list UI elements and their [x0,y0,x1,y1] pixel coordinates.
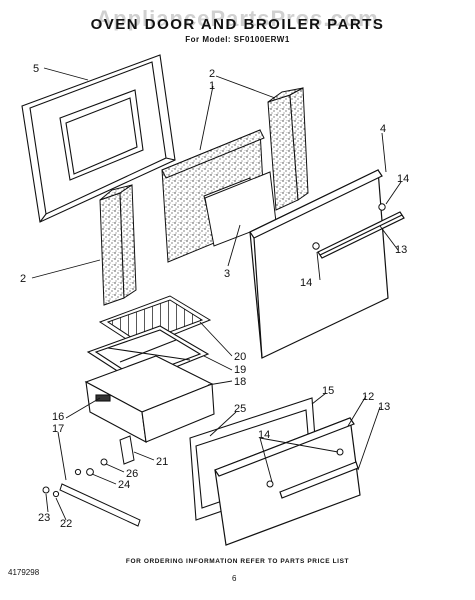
slide-rail [59,483,141,527]
hardware-26-24 [74,458,108,476]
callout-4: 4 [380,123,386,135]
callout-17: 17 [52,423,64,435]
document-number: 4179298 [8,568,40,577]
callout-5: 5 [33,63,39,75]
callout-16: 16 [52,411,64,423]
callout-2-lower: 2 [20,273,26,285]
callout-15: 15 [322,385,334,397]
callout-24: 24 [118,479,130,491]
callout-25: 25 [234,403,246,415]
callout-12: 12 [362,391,374,403]
callout-2-upper: 2 [209,68,215,80]
inner-door-panel [21,54,176,223]
leader-lines [31,67,402,521]
drawer-handle [279,461,359,499]
page-number: 6 [232,574,237,583]
broiler-grid [98,295,212,349]
callout-20: 20 [234,351,246,363]
callout-18: 18 [234,376,246,388]
callout-22: 22 [60,518,72,530]
callout-21: 21 [156,456,168,468]
outer-door-panel [249,169,389,359]
handle-screws [312,203,386,250]
bracket-21 [119,435,135,465]
insulation-strip-upper [267,87,309,211]
rail-screws [42,486,60,498]
callout-labels: 5 2 1 4 14 13 2 3 14 20 19 18 15 12 13 2… [20,63,409,530]
callout-23: 23 [38,512,50,524]
callout-14-lower: 14 [258,429,270,441]
page-title: OVEN DOOR AND BROILER PARTS [90,16,385,33]
callout-13-lower: 13 [378,401,390,413]
model-subtitle: For Model: SF0100ERW1 [185,35,290,44]
ordering-info-note: FOR ORDERING INFORMATION REFER TO PARTS … [125,558,350,565]
broiler-drawer-box [84,355,215,443]
insulation-block-lower [99,184,137,306]
callout-14-upper: 14 [397,173,409,185]
callout-13-upper: 13 [395,244,407,256]
callout-14-middle: 14 [300,277,312,289]
callout-1: 1 [209,80,215,92]
callout-26: 26 [126,468,138,480]
door-handle [317,211,405,259]
callout-3: 3 [224,268,230,280]
callout-19: 19 [234,364,246,376]
watermark: AppliancePartsPros.com [96,6,379,31]
